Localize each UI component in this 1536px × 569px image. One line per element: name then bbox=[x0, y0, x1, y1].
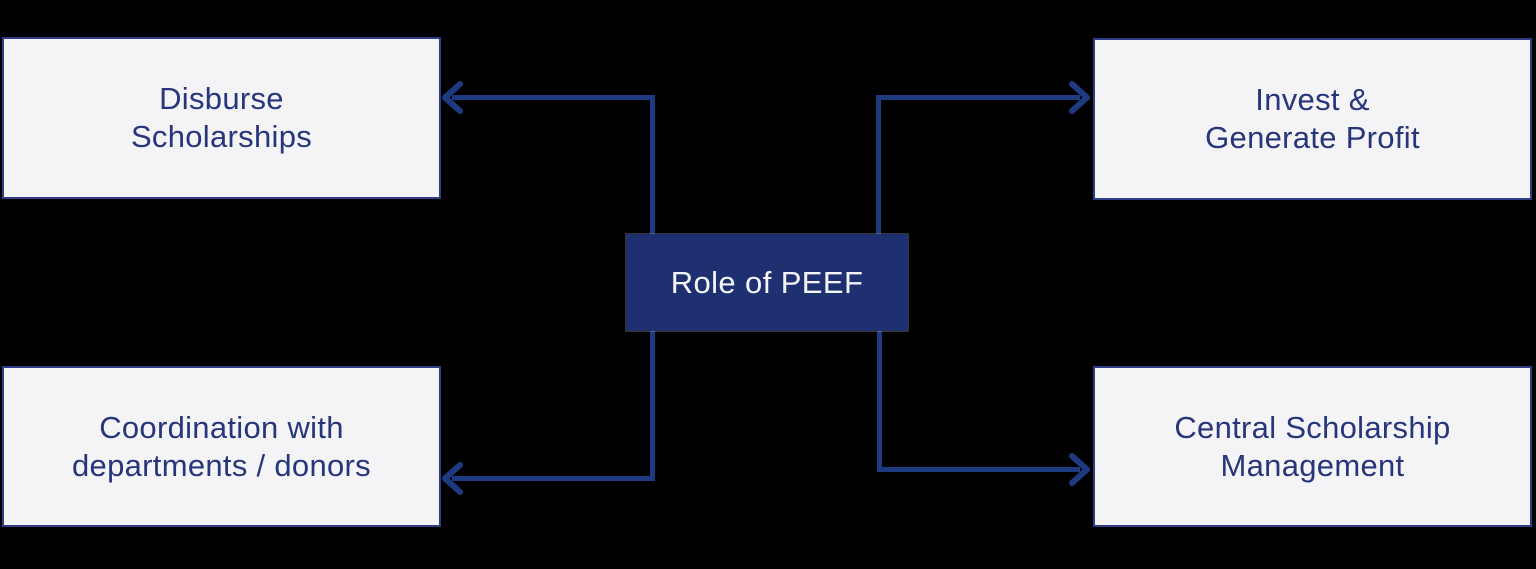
arrowhead-bottom-right-icon bbox=[1069, 453, 1090, 486]
node-label-line: Central Scholarship bbox=[1174, 409, 1451, 445]
node-label-line: departments / donors bbox=[72, 447, 371, 483]
node-label-line: Management bbox=[1220, 447, 1405, 483]
node-label-line: Coordination with bbox=[99, 409, 344, 445]
node-label-line: Invest & bbox=[1255, 82, 1370, 117]
node-central-scholarship-management: Central Scholarship Management bbox=[1093, 366, 1532, 527]
connector-center-to-top-left bbox=[452, 95, 655, 240]
arrowhead-top-right-icon bbox=[1069, 81, 1090, 114]
connector-center-to-bottom-right bbox=[877, 325, 1080, 472]
connector-center-to-bottom-left bbox=[452, 325, 655, 481]
node-label-line: Disburse bbox=[159, 81, 284, 116]
connector-center-to-top-right bbox=[876, 95, 1080, 240]
arrowhead-bottom-left-icon bbox=[442, 462, 463, 495]
node-invest-generate-profit: Invest & Generate Profit bbox=[1093, 38, 1532, 200]
center-node-role-of-peef: Role of PEEF bbox=[626, 234, 908, 331]
node-coordination-departments-donors: Coordination with departments / donors bbox=[2, 366, 441, 527]
node-disburse-scholarships: Disburse Scholarships bbox=[2, 37, 441, 199]
node-label-line: Generate Profit bbox=[1205, 120, 1420, 155]
center-node-label: Role of PEEF bbox=[670, 264, 864, 300]
node-label-line: Scholarships bbox=[130, 119, 313, 154]
arrowhead-top-left-icon bbox=[442, 81, 463, 114]
